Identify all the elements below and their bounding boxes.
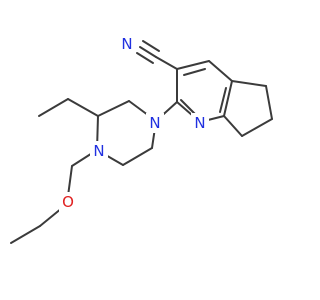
cp-bond-2 xyxy=(265,85,273,120)
ring-double-bond-c4a-c7a xyxy=(219,87,227,113)
piperazine-n4-atom: N xyxy=(90,141,108,161)
ring-bond-c4-c4a xyxy=(208,60,233,82)
structure-svg: N N N N O xyxy=(10,34,273,244)
chain-bond-2 xyxy=(67,165,73,197)
nitrile-group xyxy=(136,40,178,70)
pip-bond-c2-c3 xyxy=(97,100,130,117)
nitrile-n-atom: N xyxy=(118,34,136,54)
ring-bond-c3-c4 xyxy=(176,60,210,70)
pip-bond-c5-c6 xyxy=(122,147,153,166)
cp-bond-3 xyxy=(241,118,273,137)
nitrile-n-label: N xyxy=(121,35,132,53)
pyridine-ring xyxy=(176,60,233,123)
ring-bond-c4a-c7a xyxy=(223,80,233,117)
ring-double-bond-n-c2 xyxy=(180,99,196,115)
cyclopentane-ring xyxy=(223,80,273,137)
nitrile-triple-bond-2 xyxy=(136,52,154,64)
ring-double-bond-c3-c4 xyxy=(183,68,206,76)
chain-bond-4 xyxy=(39,207,63,227)
pyridine-n-label: N xyxy=(194,114,205,132)
nitrile-triple-bond-1 xyxy=(139,46,157,58)
ether-o-atom: O xyxy=(59,192,77,212)
ethyl-bond-2 xyxy=(38,98,69,117)
ethoxyethyl-chain xyxy=(10,149,98,244)
atom-labels: N N N N O xyxy=(59,34,209,212)
chain-bond-5 xyxy=(10,225,41,244)
ethyl-group xyxy=(38,98,99,117)
cp-bond-1 xyxy=(231,80,267,87)
pyridine-n-atom: N xyxy=(191,113,209,133)
piperazine-n1-atom: N xyxy=(146,113,164,133)
ethyl-bond-1 xyxy=(67,98,99,117)
piperazine-n4-label: N xyxy=(93,142,104,160)
piperazine-n1-label: N xyxy=(149,114,160,132)
nitrile-triple-bond-3 xyxy=(142,40,160,52)
nitrile-to-ring-bond xyxy=(155,56,178,70)
cp-bond-4 xyxy=(223,115,243,137)
ether-o-label: O xyxy=(62,193,74,211)
molecule-diagram: N N N N O xyxy=(10,34,273,244)
